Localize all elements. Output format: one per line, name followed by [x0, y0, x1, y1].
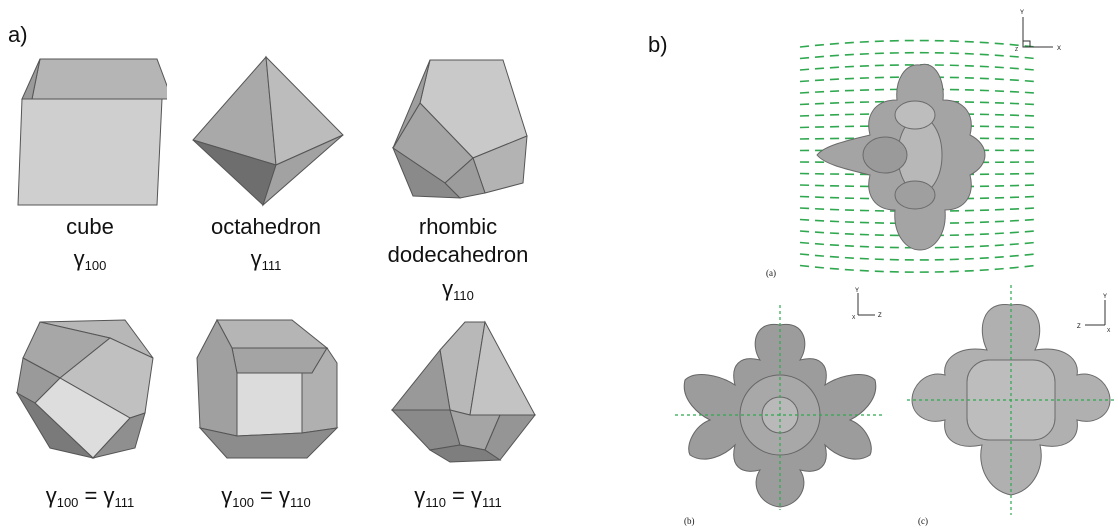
flow-lines-b: [675, 305, 885, 510]
cube-figure: [17, 58, 167, 206]
truncated-shape-1-figure: [15, 319, 154, 459]
axis-z-label-a: Z: [1015, 47, 1018, 53]
flow-lines-c: [907, 285, 1115, 515]
axis-y-label-a: Y: [1020, 10, 1024, 16]
rhombic-name-line1: rhombic: [418, 214, 498, 239]
axis-z-label-c: Z: [1077, 324, 1081, 330]
axis-x-label-a: X: [1057, 46, 1061, 52]
dendrite-crystal: [816, 63, 986, 251]
panel-b-label: b): [648, 32, 668, 57]
flow-line: [799, 39, 1036, 48]
dendrite-flow-figure-a: Y X Z: [799, 10, 1061, 273]
equality-2: γ100 = γ110: [221, 483, 311, 510]
panel-a-label: a): [8, 22, 28, 47]
axes-triad-c: [1085, 300, 1106, 326]
subfig-a-label: (a): [766, 268, 776, 278]
cube-gamma: γ100: [73, 246, 107, 273]
equality-1: γ100 = γ111: [45, 483, 135, 510]
octahedron-figure: [192, 55, 344, 207]
rhombic-gamma: γ110: [442, 276, 474, 303]
dendrite-figure-c: Y Z X: [907, 285, 1115, 515]
axis-y-label-c: Y: [1103, 294, 1107, 300]
axis-x-label-c: X: [1107, 328, 1111, 334]
axis-z-label-b: Z: [878, 313, 882, 319]
subfig-b-label: (b): [684, 516, 695, 526]
axes-triad-a: [1022, 17, 1053, 48]
equality-3: γ110 = γ111: [414, 483, 502, 510]
octahedron-name: octahedron: [210, 214, 322, 239]
subfig-c-label: (c): [918, 516, 928, 526]
flow-line: [799, 51, 1036, 60]
rhombic-name-line2: dodecahedron: [387, 242, 529, 267]
flow-line: [799, 253, 1036, 261]
dendrite-figure-b: Y Z X: [675, 288, 885, 510]
axis-x-label-b: X: [852, 315, 856, 321]
axis-y-label-b: Y: [855, 288, 859, 294]
axes-triad-b: [857, 293, 875, 316]
truncated-shape-2-figure: [196, 318, 339, 459]
truncated-shape-3-figure: [390, 320, 537, 463]
rhombic-dodecahedron-figure: [391, 59, 528, 199]
cube-name: cube: [66, 214, 114, 239]
octahedron-gamma: γ111: [250, 246, 282, 273]
